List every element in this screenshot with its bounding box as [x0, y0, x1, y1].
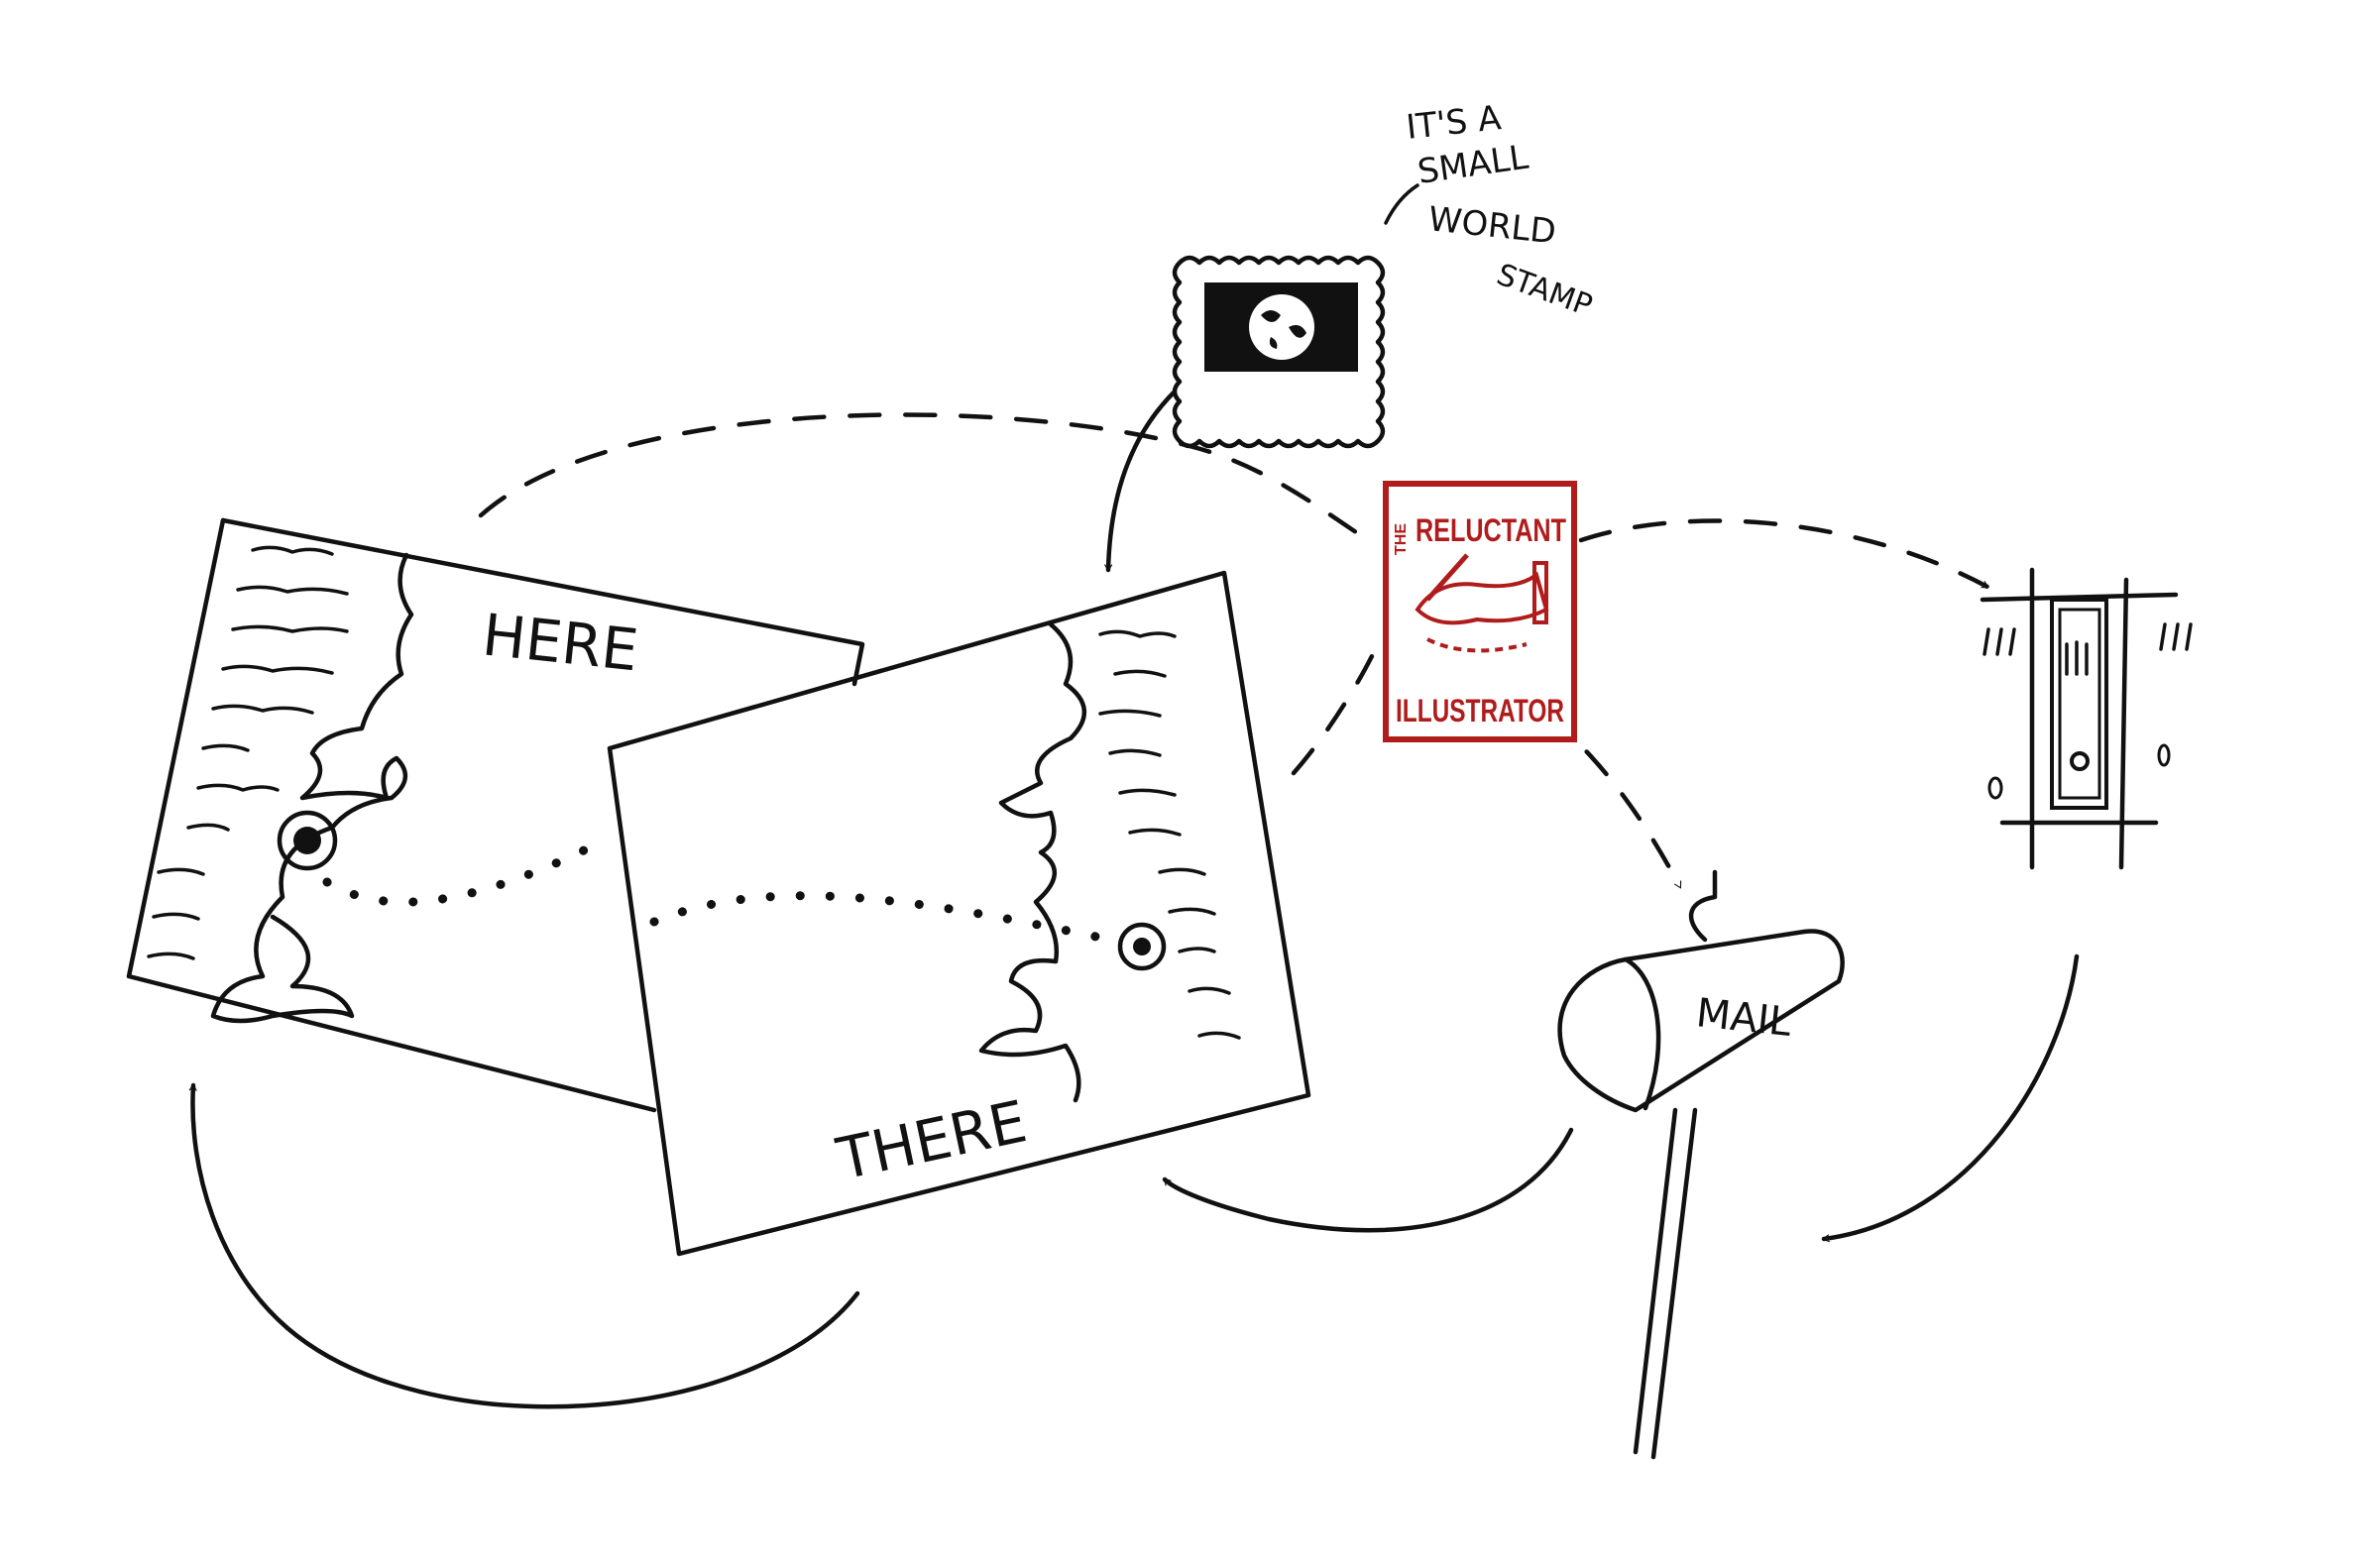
postcard-there-label: THERE — [831, 1087, 1033, 1193]
logo-bottom-word: ILLUSTRATOR — [1396, 693, 1564, 728]
apartment-door — [1980, 567, 2193, 870]
reluctant-illustrator-logo: THE RELUCTANT ILLUSTRATOR — [1383, 481, 1577, 742]
postcard-there: THERE — [607, 570, 1311, 1257]
world-stamp — [1172, 255, 1386, 449]
stamp-to-there-arrow — [1104, 389, 1178, 573]
dotted-route-there — [649, 891, 1115, 945]
logo-small-word: THE — [1393, 523, 1410, 555]
mailbox: MAIL — [1557, 869, 1845, 1460]
hand-drawing-icon — [1415, 553, 1549, 653]
postcard-here: HERE — [126, 517, 865, 1113]
return-to-here-arrow — [188, 1082, 860, 1409]
location-marker-here — [277, 810, 338, 871]
postcard-here-label: HERE — [480, 601, 641, 684]
globe-icon — [1249, 294, 1314, 360]
dashed-logo-to-door — [1578, 518, 1990, 590]
mailbox-label: MAIL — [1694, 990, 1794, 1046]
door-knob-icon — [2070, 751, 2090, 771]
dotted-route-here — [322, 833, 615, 907]
mailbox-to-there-arrow — [1162, 1127, 1574, 1233]
stamp-note: IT'S A SMALL WORLD STAMP — [1384, 98, 1597, 324]
logo-top-word: RELUCTANT — [1416, 512, 1566, 548]
dashed-there-to-logo — [1291, 651, 1376, 776]
stamp-note-line-1: IT'S A — [1405, 98, 1503, 148]
dashed-arc-top — [478, 412, 1376, 546]
stamp-note-line-3: WORLD — [1426, 199, 1558, 252]
stamp-note-line-2: SMALL — [1416, 138, 1531, 192]
door-to-mailbox-arrow — [1821, 953, 2080, 1243]
location-marker-there — [1117, 922, 1167, 971]
stamp-note-line-4: STAMP — [1492, 258, 1597, 324]
